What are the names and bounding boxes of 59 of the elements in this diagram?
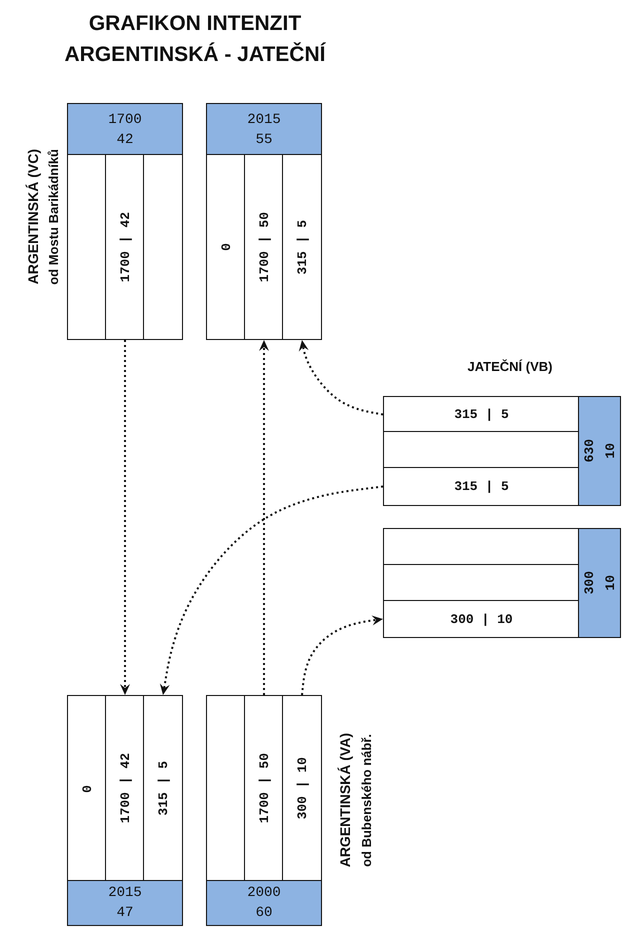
street-label: od Mostu Barikádníků: [46, 149, 60, 285]
cell-text: 47: [116, 905, 134, 921]
lane-cell: [206, 154, 246, 340]
street-label: ARGENTINSKÁ (VA): [337, 732, 353, 868]
lane-cell: [67, 154, 107, 340]
cell-text: 60: [256, 905, 272, 921]
lane-cell: [383, 467, 580, 506]
cell-text: 1700: [108, 112, 142, 128]
cell-text: 300 | 10: [450, 612, 513, 626]
cell-text: 0: [218, 243, 234, 251]
cell-text: 1700 | 42: [118, 753, 132, 824]
lane-cell: [67, 695, 107, 882]
lane-cell: [383, 431, 580, 469]
lane-cell: [383, 564, 580, 602]
lane-cell: [143, 154, 183, 340]
street-label: ARGENTINSKÁ (VC): [25, 149, 41, 285]
cell-text: 2000: [247, 885, 281, 901]
dotted-arrow: [301, 616, 384, 696]
dotted-arrow: [120, 340, 130, 695]
cell-text: 10: [602, 575, 618, 591]
header-cell: [578, 528, 621, 638]
diagram-title: GRAFIKON INTENZIT ARGENTINSKÁ - JATEČNÍ: [64, 11, 327, 68]
cell-text: 2015: [247, 112, 281, 128]
cell-text: 300 | 10: [294, 757, 310, 820]
cell-text: 630: [582, 439, 596, 463]
lane-cell: [143, 695, 183, 882]
header-cell: [578, 396, 621, 506]
lane-cell: [383, 600, 580, 638]
lane-cell: [383, 396, 580, 433]
cell-text: 1700 | 42: [118, 212, 132, 282]
header-cell: [206, 880, 322, 926]
cell-text: 315 | 5: [156, 761, 170, 816]
cell-text: 300: [582, 571, 596, 595]
cell-text: 2015: [108, 885, 142, 901]
header-cell: [67, 880, 183, 926]
street-label: JATEČNÍ (VB): [468, 358, 552, 374]
dotted-arrow: [259, 340, 269, 695]
lane-cell: [105, 695, 145, 882]
cell-text: 315 | 5: [454, 407, 509, 422]
lane-cell: [244, 695, 284, 882]
dotted-arrow: [298, 340, 384, 416]
dotted-arrow: [160, 486, 384, 696]
cell-text: 10: [602, 443, 618, 459]
header-cell: [67, 103, 183, 156]
cell-text: 1700 | 50: [256, 753, 272, 824]
street-label: od Bubenského nábř.: [358, 734, 374, 866]
cell-text: 55: [256, 132, 272, 148]
lane-cell: [105, 154, 145, 340]
lane-cell: [282, 695, 322, 882]
cell-text: 315 | 5: [294, 220, 310, 274]
cell-text: 0: [80, 784, 94, 792]
lane-cell: [282, 154, 322, 340]
lane-cell: [206, 695, 246, 882]
lane-cell: [383, 528, 580, 566]
cell-text: 315 | 5: [454, 479, 509, 494]
cell-text: 1700 | 50: [256, 212, 272, 282]
header-cell: [206, 103, 322, 156]
lane-cell: [244, 154, 284, 340]
cell-text: 42: [116, 132, 134, 148]
